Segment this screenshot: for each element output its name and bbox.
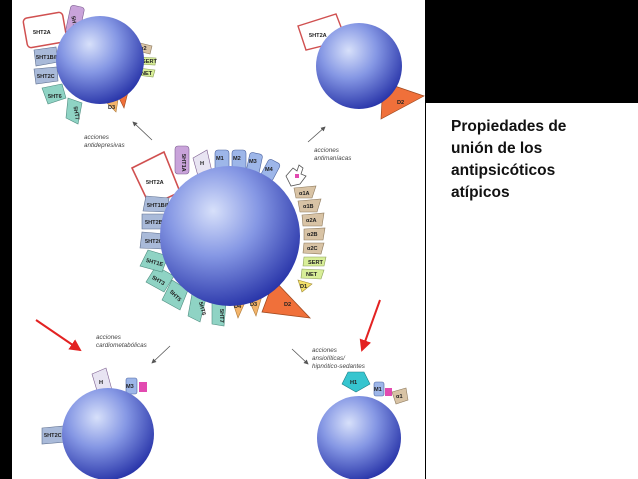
center-receptor-group: 5HT2A 5HT1A H M1 M2 M3 M4 α1A α1B — [130, 145, 327, 327]
receptor-sert-tab — [302, 256, 327, 267]
top-left-label-line: acciones — [84, 134, 110, 141]
top-left-label-line: antidepresivas — [84, 142, 125, 149]
receptor-label: 5HT6 — [48, 94, 62, 100]
receptor-label: H — [200, 161, 204, 167]
bottom-right-receptor-group: H1 M1 α1 — [317, 371, 409, 479]
receptor-label: 5HT7 — [71, 106, 79, 121]
bottom-left-label-line: acciones — [96, 334, 122, 341]
receptor-label: H — [99, 380, 103, 386]
receptor-5ht1e-tab — [139, 249, 169, 273]
bottom-right-label-line: hipnótico-sedantes — [312, 363, 366, 370]
receptor-label: 5HT1B/D — [147, 203, 170, 209]
caption-panel — [426, 103, 638, 479]
receptor-binding-figure: 5HT2A 5HT1A α2 SERT NET 5HT1B/D 5HT2C 5H… — [12, 0, 425, 479]
receptor-net-tab — [300, 268, 325, 280]
receptor-diagram: 5HT2A 5HT1A α2 SERT NET 5HT1B/D 5HT2C 5H… — [22, 5, 425, 479]
receptor-label: M2 — [233, 156, 241, 162]
bottom-left-label-line: cardiometabólicas — [96, 342, 148, 349]
bottom-right-sphere — [317, 396, 401, 479]
receptor-label: D2 — [397, 100, 404, 106]
receptor-label: 5HT2A — [146, 180, 164, 186]
receptor-label: 5HT1E — [145, 258, 164, 268]
bottom-left-sphere — [62, 388, 154, 479]
receptor-label: H1 — [350, 380, 357, 386]
receptor-label: α2B — [307, 232, 318, 238]
receptor-alpha1a-tab — [293, 185, 317, 199]
receptor-pink-tab — [139, 382, 147, 392]
top-left-receptor-group: 5HT2A 5HT1A α2 SERT NET 5HT1B/D 5HT2C 5H… — [22, 5, 158, 125]
receptor-h1-tab — [341, 371, 371, 393]
receptor-label: 5HT2C — [44, 433, 62, 439]
hand-icon — [285, 164, 307, 187]
black-arrow-icon — [291, 348, 309, 365]
bottom-left-receptor-group: H M3 5HT2C — [41, 367, 154, 479]
top-left-action-label: acciones antidepresivas — [84, 134, 125, 149]
top-left-sphere — [56, 16, 144, 104]
receptor-label: D3 — [250, 302, 257, 308]
receptor-5ht2a-tab — [22, 11, 68, 49]
receptor-d1-tab — [297, 279, 313, 293]
receptor-5ht3-tab — [145, 265, 175, 293]
receptor-label: M1 — [216, 156, 224, 162]
receptor-5ht2c-tab — [33, 66, 59, 85]
black-arrow-icon — [307, 126, 326, 143]
slide-caption: Propiedades de unión de los antipsicótic… — [451, 118, 567, 201]
center-sphere — [160, 166, 300, 306]
receptor-label: 5HT2A — [33, 30, 51, 36]
receptor-label: 5HT1B/D — [36, 55, 59, 61]
receptor-5ht6-tab — [41, 83, 67, 105]
top-right-receptor-group: 5HT2A D2 — [297, 13, 425, 120]
receptor-label: D2 — [284, 302, 291, 308]
receptor-label: SERT — [308, 260, 324, 266]
receptor-5ht1a-tab — [174, 145, 190, 175]
receptor-label: NET — [306, 272, 318, 278]
receptor-label: 5HT2B — [145, 220, 163, 226]
receptor-m3-tab — [125, 377, 138, 395]
receptor-label: D3 — [108, 105, 115, 111]
receptor-label: 5HT6 — [197, 301, 206, 316]
receptor-label: D1 — [300, 284, 307, 290]
red-arrow-icon — [359, 299, 381, 352]
receptor-alpha1-tab — [391, 387, 409, 405]
receptor-label: α2 — [140, 46, 147, 52]
receptor-label: 5HT2A — [309, 33, 327, 39]
receptor-label: NET — [141, 71, 153, 77]
bottom-right-action-label: acciones ansiolíticas/ hipnótico-sedante… — [312, 347, 366, 370]
receptor-label: 5HT1A — [180, 154, 186, 172]
receptor-label: D4 — [234, 304, 242, 310]
receptor-m1-tab — [373, 381, 385, 397]
receptor-label: α2A — [306, 218, 317, 224]
black-arrow-icon — [132, 121, 153, 141]
receptor-label: M3 — [126, 384, 134, 390]
red-arrow-icon — [35, 319, 82, 352]
receptor-label: 5HT2C — [37, 74, 55, 80]
bottom-left-action-label: acciones cardiometabólicas — [96, 334, 148, 349]
receptor-5ht7-tab — [65, 97, 83, 125]
receptor-label: α1A — [299, 191, 310, 197]
receptor-label: α1B — [303, 204, 314, 210]
bottom-right-label-line: acciones — [312, 347, 338, 354]
black-arrow-icon — [151, 345, 171, 364]
receptor-alpha2b-tab — [303, 227, 326, 241]
receptor-label: α1 — [396, 394, 403, 400]
receptor-alpha2a-tab — [301, 212, 325, 227]
top-right-sphere — [316, 23, 402, 109]
bottom-right-label-line: ansiolíticas/ — [312, 355, 346, 362]
receptor-alpha2c-tab — [302, 242, 325, 255]
receptor-label: 5HT7 — [218, 309, 224, 323]
top-right-label-line: acciones — [314, 147, 340, 154]
top-right-label-line: antimaníacas — [314, 155, 352, 162]
top-right-action-label: acciones antimaníacas — [314, 147, 352, 162]
receptor-label: α2C — [307, 246, 318, 252]
receptor-label: 5HT2C — [145, 239, 163, 245]
receptor-label: M3 — [249, 159, 257, 165]
receptor-label: M4 — [265, 167, 274, 173]
receptor-alpha1b-tab — [297, 198, 322, 213]
receptor-pink-tab — [385, 388, 392, 396]
receptor-label: M1 — [374, 387, 382, 393]
receptor-label: SERT — [142, 59, 158, 65]
